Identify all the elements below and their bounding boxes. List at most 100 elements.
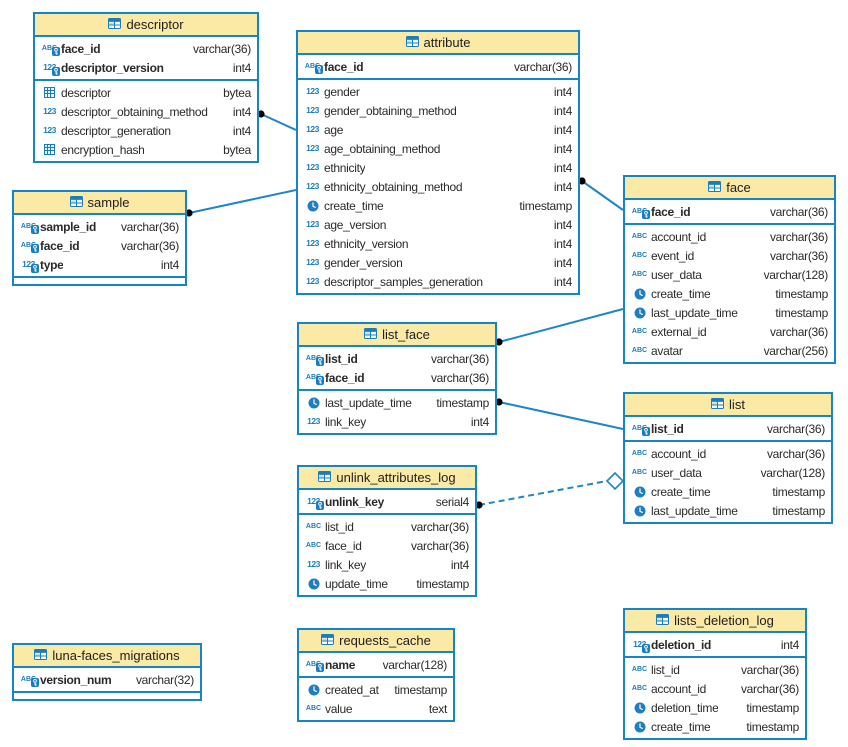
entity-header[interactable]: luna-faces_migrations (14, 645, 200, 668)
number-column-icon: 123 (306, 143, 319, 154)
column-type: varchar(36) (410, 519, 469, 534)
column-type: varchar(36) (410, 538, 469, 553)
entity-header[interactable]: requests_cache (299, 630, 453, 653)
column-name: descriptor (61, 85, 111, 100)
entity-header[interactable]: lists_deletion_log (625, 610, 805, 633)
entity-header[interactable]: attribute (298, 32, 578, 55)
text-column-icon: ABC (631, 685, 648, 692)
column-name: list_id (651, 662, 680, 677)
timestamp-column-icon (631, 288, 648, 300)
entity-header[interactable]: list (625, 394, 831, 417)
text-column-icon: ABC (305, 523, 322, 530)
timestamp-column-icon (305, 397, 322, 409)
table-icon (321, 633, 335, 648)
entity-title: list (729, 397, 745, 412)
relationship-endpoint-dot-unlink_attributes_log-list (475, 501, 483, 509)
column-name: last_update_time (651, 305, 738, 320)
table-icon (656, 613, 670, 628)
column-type: int4 (232, 123, 251, 138)
entity-header[interactable]: list_face (299, 324, 495, 347)
entity-header[interactable]: sample (14, 192, 185, 215)
text-column-icon: ABC (631, 271, 648, 278)
number-column-icon: 123 (43, 125, 56, 136)
entity-header[interactable]: face (625, 177, 834, 200)
column-name: age_version (324, 217, 387, 232)
column-type: int4 (470, 414, 489, 429)
column-name: account_id (651, 229, 707, 244)
column-name: link_key (325, 557, 366, 572)
entity-header[interactable]: descriptor (35, 14, 257, 37)
text-column-icon: ABC (305, 661, 324, 672)
column-type: text (428, 701, 447, 716)
text-column-icon: ABC (631, 469, 648, 476)
entity-header[interactable]: unlink_attributes_log (299, 467, 475, 490)
